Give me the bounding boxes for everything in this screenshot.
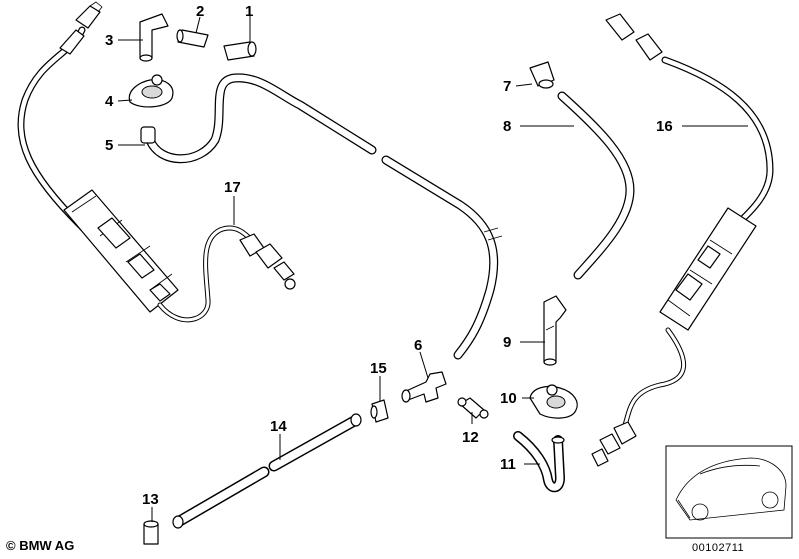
callout-1: 1 (245, 3, 253, 20)
part-15 (370, 399, 389, 423)
callout-17: 17 (224, 179, 241, 196)
part-14 (172, 413, 362, 529)
callout-6: 6 (414, 337, 422, 354)
callout-3: 3 (105, 32, 113, 49)
callout-leaders (117, 16, 748, 522)
right-jet-assembly (591, 13, 774, 467)
callout-labels: 1 2 3 4 5 6 7 8 9 10 11 12 13 14 15 16 1… (105, 3, 673, 508)
callout-8: 8 (503, 118, 511, 135)
part-7 (529, 61, 555, 89)
part-9 (543, 295, 567, 366)
callout-12: 12 (462, 429, 479, 446)
callout-7: 7 (503, 78, 511, 95)
callout-14: 14 (270, 418, 287, 435)
callout-9: 9 (503, 334, 511, 351)
part-4 (128, 74, 174, 108)
part-10 (529, 384, 578, 419)
callout-13: 13 (142, 491, 159, 508)
left-jet-assembly (17, 1, 296, 323)
part-8 (557, 91, 635, 280)
callout-16: 16 (656, 118, 673, 135)
callout-11: 11 (500, 456, 516, 473)
car-thumbnail (665, 445, 793, 539)
part-1 (223, 41, 257, 61)
part-11 (513, 431, 565, 493)
callout-15: 15 (370, 360, 387, 377)
part-12 (457, 397, 489, 419)
part-2 (176, 29, 209, 48)
copyright-label: © BMW AG (6, 538, 75, 553)
hose-5 (140, 73, 503, 360)
document-number: 00102711 (692, 542, 745, 554)
callout-4: 4 (105, 93, 114, 110)
callout-10: 10 (500, 390, 517, 407)
part-6 (401, 371, 447, 403)
callout-5: 5 (105, 137, 113, 154)
part-13 (143, 520, 159, 545)
callout-2: 2 (196, 3, 204, 20)
part-3 (139, 13, 169, 62)
